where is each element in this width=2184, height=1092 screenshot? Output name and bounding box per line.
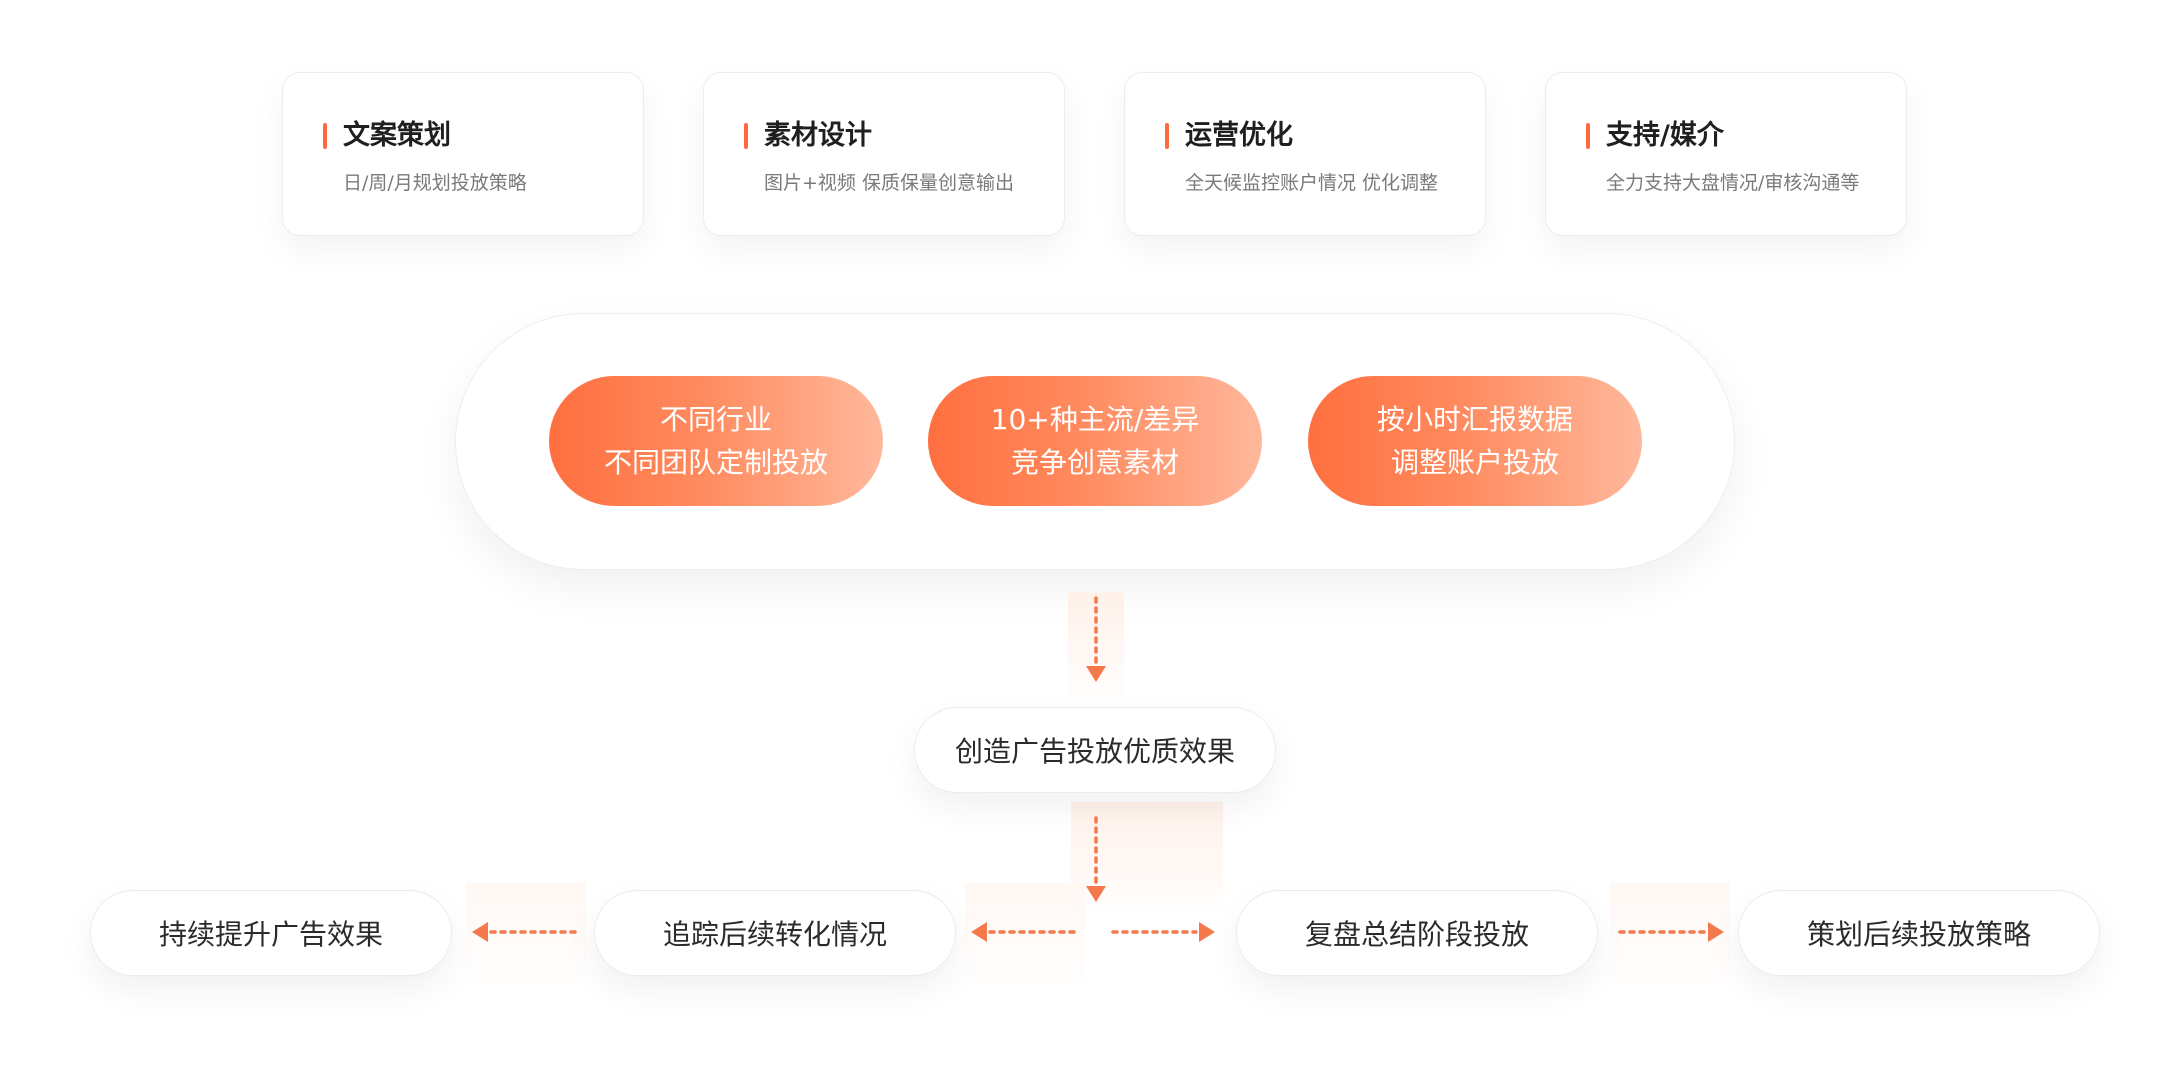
arrow-down-icon [1086, 886, 1106, 902]
card-title: 运营优化 [1185, 120, 1293, 151]
arrow-down-icon [1086, 666, 1106, 682]
arrow-right-icon [1199, 922, 1215, 942]
pill-line: 调整账户投放 [1390, 446, 1559, 479]
card-accent-bar [323, 123, 327, 149]
node-improve-ad-effect: 持续提升广告效果 [90, 890, 452, 976]
node-track-conversion: 追踪后续转化情况 [594, 890, 956, 976]
service-card-operations: 运营优化 全天候监控账户情况 优化调整 [1124, 72, 1486, 236]
card-description: 全力支持大盘情况/审核沟通等 [1606, 172, 1860, 194]
arrow-right-icon [1708, 922, 1724, 942]
card-accent-bar [1586, 123, 1590, 149]
card-title: 支持/媒介 [1606, 120, 1724, 151]
card-accent-bar [744, 123, 748, 149]
card-description: 图片+视频 保质保量创意输出 [764, 172, 1014, 194]
arrow-left-icon [971, 922, 987, 942]
pill-line: 不同行业 [659, 403, 772, 436]
pill-line: 按小时汇报数据 [1376, 403, 1573, 436]
card-accent-bar [1165, 123, 1169, 149]
service-card-copywriting: 文案策划 日/周/月规划投放策略 [282, 72, 644, 236]
pill-line: 竞争创意素材 [1010, 446, 1179, 479]
service-card-material-design: 素材设计 图片+视频 保质保量创意输出 [703, 72, 1065, 236]
pill-hourly-reporting: 按小时汇报数据 调整账户投放 [1308, 376, 1642, 506]
card-description: 日/周/月规划投放策略 [343, 172, 527, 194]
node-review-phase: 复盘总结阶段投放 [1236, 890, 1598, 976]
service-card-media-support: 支持/媒介 全力支持大盘情况/审核沟通等 [1545, 72, 1907, 236]
card-title: 文案策划 [343, 120, 451, 151]
card-description: 全天候监控账户情况 优化调整 [1185, 172, 1439, 194]
node-plan-next-strategy: 策划后续投放策略 [1738, 890, 2100, 976]
pill-creative-materials: 10+种主流/差异 竞争创意素材 [928, 376, 1262, 506]
arrow-left-icon [472, 922, 488, 942]
pill-line: 不同团队定制投放 [603, 446, 828, 479]
pill-custom-delivery: 不同行业 不同团队定制投放 [549, 376, 883, 506]
node-create-quality-effect: 创造广告投放优质效果 [914, 707, 1276, 793]
card-title: 素材设计 [764, 120, 872, 151]
pill-line: 10+种主流/差异 [990, 403, 1200, 436]
